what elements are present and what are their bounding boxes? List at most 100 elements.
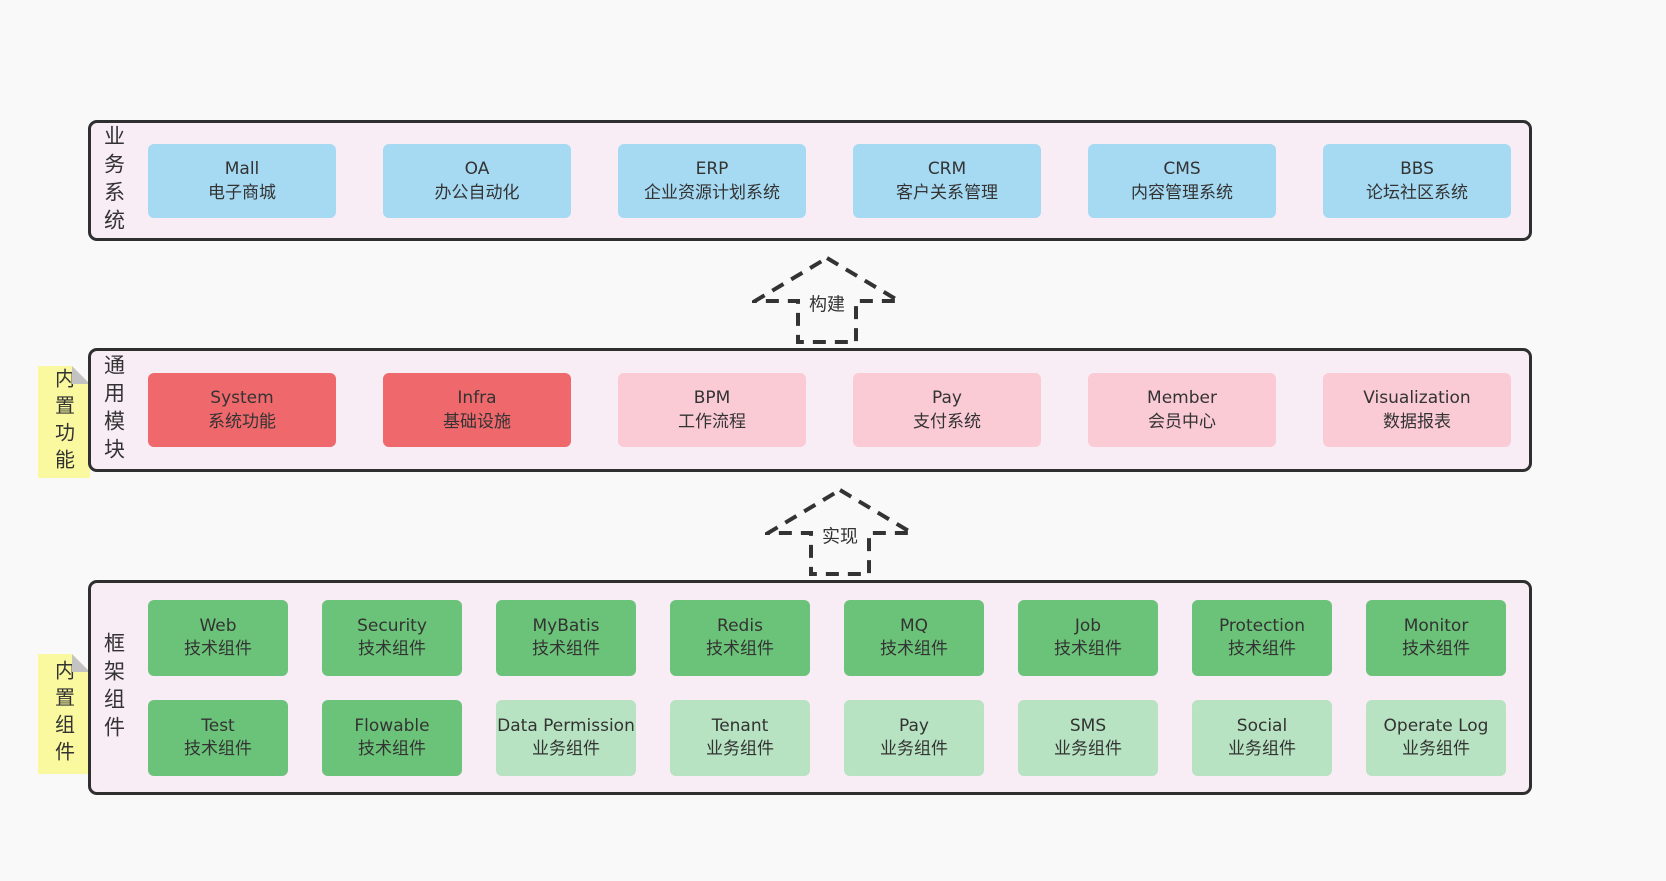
box-title: BBS [1400, 158, 1434, 179]
box-title: CMS [1163, 158, 1201, 179]
section-common-modules: 通用模块 System 系统功能 Infra 基础设施 BPM 工作流程 Pay… [88, 348, 1532, 472]
sticky-note-label: 内置功能 [51, 368, 76, 476]
box-title: Pay [932, 388, 962, 408]
box-monitor: Monitor 技术组件 [1366, 599, 1506, 676]
box-subtitle: 客户关系管理 [896, 182, 998, 203]
box-title: Flowable [354, 715, 430, 736]
sticky-note-label: 内置组件 [51, 660, 76, 768]
sticky-note-built-in-features: 内置功能 [38, 366, 90, 478]
section-side-label: 通用模块 [101, 354, 126, 466]
box-erp: ERP 企业资源计划系统 [618, 143, 806, 218]
box-mybatis: MyBatis 技术组件 [496, 599, 636, 676]
box-security: Security 技术组件 [322, 599, 462, 676]
box-title: Redis [717, 615, 763, 636]
arrow-implement: 实现 [765, 487, 915, 577]
box-title: Pay [899, 715, 929, 736]
box-social: Social 业务组件 [1192, 699, 1332, 776]
box-subtitle: 技术组件 [184, 638, 252, 659]
box-title: Member [1147, 388, 1217, 408]
box-flowable: Flowable 技术组件 [322, 699, 462, 776]
box-visualization: Visualization 数据报表 [1323, 373, 1511, 447]
box-title: Data Permission [497, 715, 635, 736]
box-title: Operate Log [1383, 715, 1489, 736]
arrow-label: 实现 [819, 525, 861, 549]
box-title: Security [357, 615, 427, 636]
box-subtitle: 系统功能 [208, 412, 276, 432]
box-title: Mall [224, 158, 260, 179]
box-subtitle: 技术组件 [358, 638, 426, 659]
box-web: Web 技术组件 [148, 599, 288, 676]
box-subtitle: 办公自动化 [434, 182, 520, 203]
box-job: Job 技术组件 [1018, 599, 1158, 676]
section-side-label: 框架组件 [101, 631, 126, 744]
box-bbs: BBS 论坛社区系统 [1323, 143, 1511, 218]
modules-boxes-row: System 系统功能 Infra 基础设施 BPM 工作流程 Pay 支付系统… [136, 373, 1535, 447]
box-subtitle: 业务组件 [1228, 738, 1296, 759]
box-subtitle: 技术组件 [706, 638, 774, 659]
box-oa: OA 办公自动化 [383, 143, 571, 218]
box-subtitle: 会员中心 [1148, 412, 1216, 432]
box-title: OA [464, 158, 490, 179]
box-subtitle: 企业资源计划系统 [644, 182, 780, 203]
box-data-permission: Data Permission 业务组件 [496, 699, 636, 776]
dashed-up-arrow-icon [752, 255, 902, 344]
box-title: BPM [693, 388, 731, 408]
section-side-label: 业务系统 [101, 124, 126, 237]
box-subtitle: 论坛社区系统 [1366, 182, 1468, 203]
box-infra: Infra 基础设施 [383, 373, 571, 447]
box-subtitle: 电子商城 [208, 182, 276, 203]
box-subtitle: 技术组件 [880, 638, 948, 659]
box-subtitle: 技术组件 [532, 638, 600, 659]
box-title: MQ [899, 615, 929, 636]
box-cms: CMS 内容管理系统 [1088, 143, 1276, 218]
box-subtitle: 支付系统 [913, 412, 981, 432]
arrow-build: 构建 [752, 255, 902, 345]
box-member: Member 会员中心 [1088, 373, 1276, 447]
box-subtitle: 业务组件 [1054, 738, 1122, 759]
box-title: Monitor [1403, 615, 1469, 636]
box-mall: Mall 电子商城 [148, 143, 336, 218]
box-subtitle: 基础设施 [443, 412, 511, 432]
box-title: System [210, 388, 274, 408]
box-title: SMS [1069, 715, 1107, 736]
box-subtitle: 内容管理系统 [1131, 182, 1233, 203]
dashed-up-arrow-icon [765, 487, 915, 576]
box-title: ERP [695, 158, 729, 179]
box-title: Job [1074, 615, 1102, 636]
box-subtitle: 技术组件 [358, 738, 426, 759]
box-sms: SMS 业务组件 [1018, 699, 1158, 776]
box-protection: Protection 技术组件 [1192, 599, 1332, 676]
section-framework-components: 框架组件 Web 技术组件 Security 技术组件 MyBatis 技术组件… [88, 580, 1532, 795]
box-subtitle: 技术组件 [1402, 638, 1470, 659]
box-crm: CRM 客户关系管理 [853, 143, 1041, 218]
arrow-label: 构建 [806, 293, 848, 317]
box-mq: MQ 技术组件 [844, 599, 984, 676]
box-title: Protection [1218, 615, 1305, 636]
box-bpm: BPM 工作流程 [618, 373, 806, 447]
box-subtitle: 业务组件 [880, 738, 948, 759]
box-title: Test [201, 715, 235, 736]
box-subtitle: 数据报表 [1383, 412, 1451, 432]
box-subtitle: 工作流程 [678, 412, 746, 432]
box-subtitle: 业务组件 [1402, 738, 1470, 759]
section-business-systems: 业务系统 Mall 电子商城 OA 办公自动化 ERP 企业资源计划系统 CRM… [88, 120, 1532, 241]
box-subtitle: 业务组件 [532, 738, 600, 759]
box-subtitle: 技术组件 [184, 738, 252, 759]
box-title: Social [1236, 715, 1288, 736]
box-title: Infra [457, 388, 497, 408]
box-title: MyBatis [532, 615, 600, 636]
box-operate-log: Operate Log 业务组件 [1366, 699, 1506, 776]
box-tenant: Tenant 业务组件 [670, 699, 810, 776]
box-title: CRM [927, 158, 967, 179]
box-test: Test 技术组件 [148, 699, 288, 776]
box-title: Web [199, 615, 237, 636]
box-title: Visualization [1363, 388, 1471, 408]
sticky-note-built-in-components: 内置组件 [38, 654, 90, 774]
box-title: Tenant [711, 715, 769, 736]
box-pay: Pay 支付系统 [853, 373, 1041, 447]
components-boxes-grid: Web 技术组件 Security 技术组件 MyBatis 技术组件 Redi… [136, 599, 1530, 776]
box-pay-biz: Pay 业务组件 [844, 699, 984, 776]
box-subtitle: 业务组件 [706, 738, 774, 759]
box-subtitle: 技术组件 [1054, 638, 1122, 659]
box-system: System 系统功能 [148, 373, 336, 447]
